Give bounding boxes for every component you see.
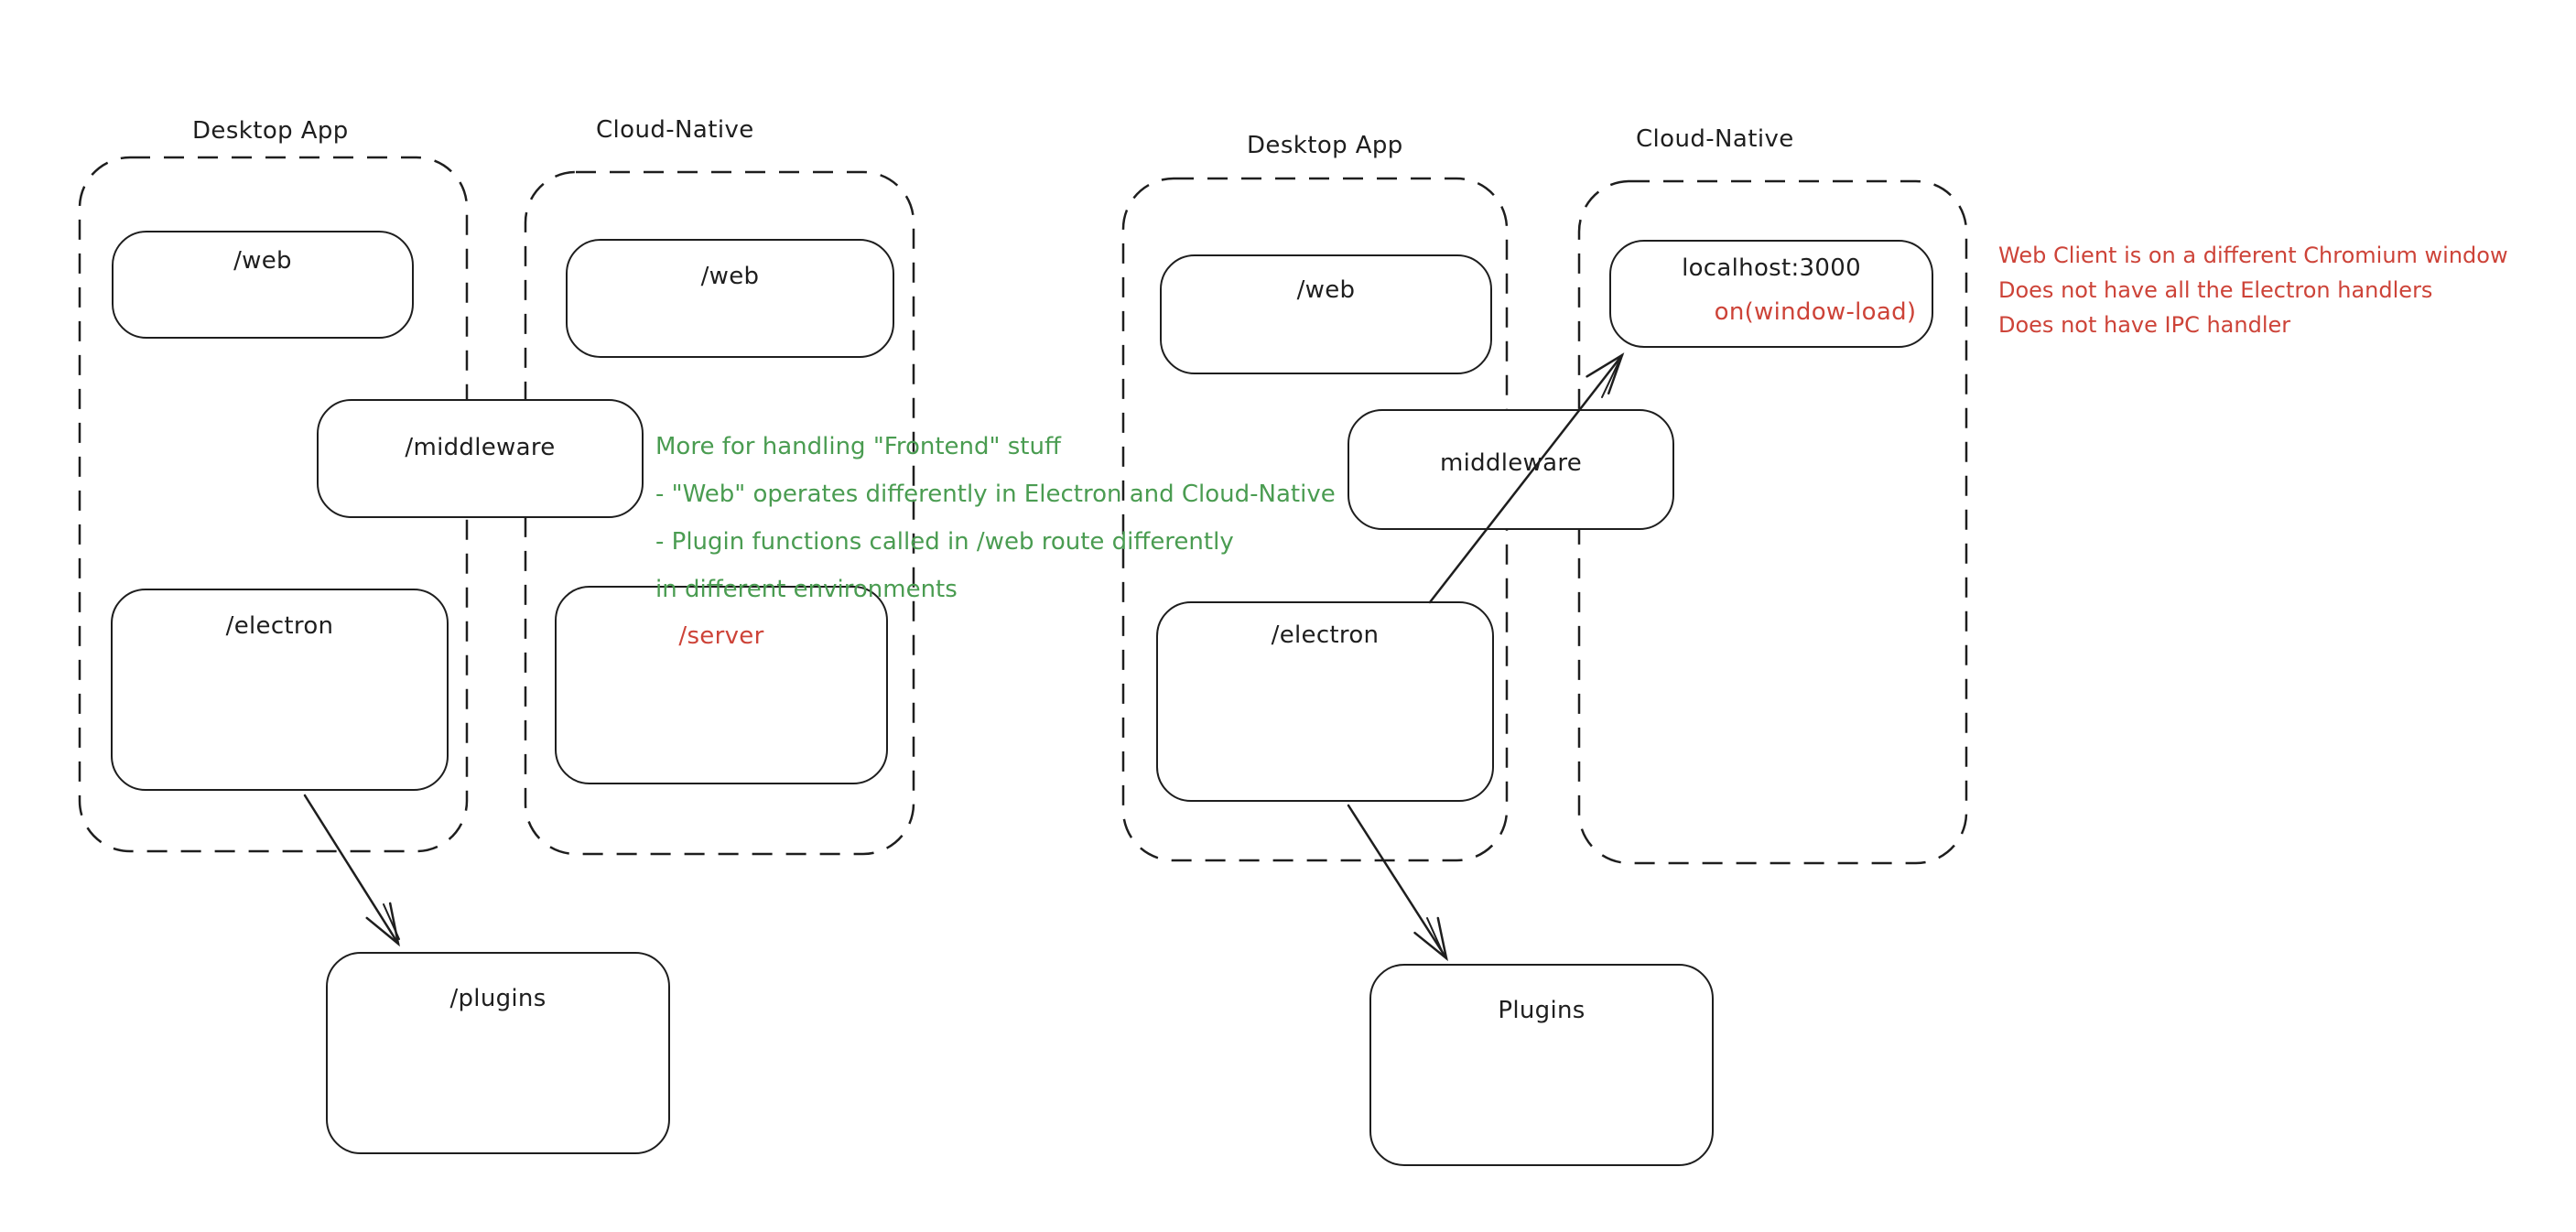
web-box-cloud-1-label: /web — [700, 263, 760, 290]
red-note: Web Client is on a different Chromium wi… — [1998, 238, 2508, 342]
electron-box-1: /electron — [111, 589, 449, 791]
green-note: More for handling "Frontend" stuff - "We… — [655, 423, 1336, 613]
arrow-electron-to-plugins-2 — [1347, 804, 1448, 962]
middleware-box-2-label: middleware — [1439, 449, 1583, 477]
plugins-box-1: /plugins — [326, 952, 670, 1154]
arrow-electron-to-plugins-1 — [303, 794, 400, 947]
plugins-box-1-label: /plugins — [449, 985, 547, 1012]
localhost-box: localhost:3000 on(window-load) — [1609, 240, 1933, 348]
electron-box-2-label: /electron — [1271, 621, 1380, 649]
green-note-line-1: More for handling "Frontend" stuff — [655, 433, 1061, 460]
server-box: /server — [555, 586, 888, 784]
arrow-electron-to-plugins-2-sketch-stroke — [1426, 917, 1444, 954]
electron-box-1-label: /electron — [225, 612, 334, 640]
arrow-electron-to-localhost-sketch-stroke — [1601, 362, 1619, 398]
localhost-box-label: localhost:3000 — [1682, 254, 1861, 282]
green-note-line-3: - Plugin functions called in /web route … — [655, 528, 1234, 556]
red-note-line-1: Web Client is on a different Chromium wi… — [1998, 243, 2508, 268]
cloud-native-label-1: Cloud-Native — [596, 116, 754, 144]
web-box-2: /web — [1160, 254, 1492, 374]
cloud-native-label-2: Cloud-Native — [1636, 125, 1794, 153]
web-box-cloud-1: /web — [566, 239, 894, 358]
web-box-desktop-1: /web — [112, 231, 414, 339]
middleware-box-1: /middleware — [317, 399, 644, 518]
server-box-label: /server — [678, 622, 764, 650]
middleware-box-2: middleware — [1348, 409, 1674, 530]
window-load-label: on(window-load) — [1714, 298, 1917, 326]
plugins-box-2-label: Plugins — [1498, 997, 1586, 1024]
middleware-box-1-label: /middleware — [405, 434, 556, 461]
desktop-app-label-2: Desktop App — [1247, 132, 1403, 159]
web-box-desktop-1-label: /web — [233, 247, 292, 275]
green-note-line-4: in different environments — [655, 576, 958, 603]
arrow-electron-to-plugins-1-sketch-stroke — [383, 903, 400, 940]
green-note-line-2: - "Web" operates differently in Electron… — [655, 481, 1336, 508]
electron-box-2: /electron — [1156, 601, 1494, 802]
red-note-line-3: Does not have IPC handler — [1998, 312, 2291, 338]
plugins-box-2: Plugins — [1369, 964, 1714, 1166]
web-box-2-label: /web — [1296, 276, 1356, 304]
desktop-app-label-1: Desktop App — [192, 117, 349, 145]
red-note-line-2: Does not have all the Electron handlers — [1998, 277, 2433, 303]
